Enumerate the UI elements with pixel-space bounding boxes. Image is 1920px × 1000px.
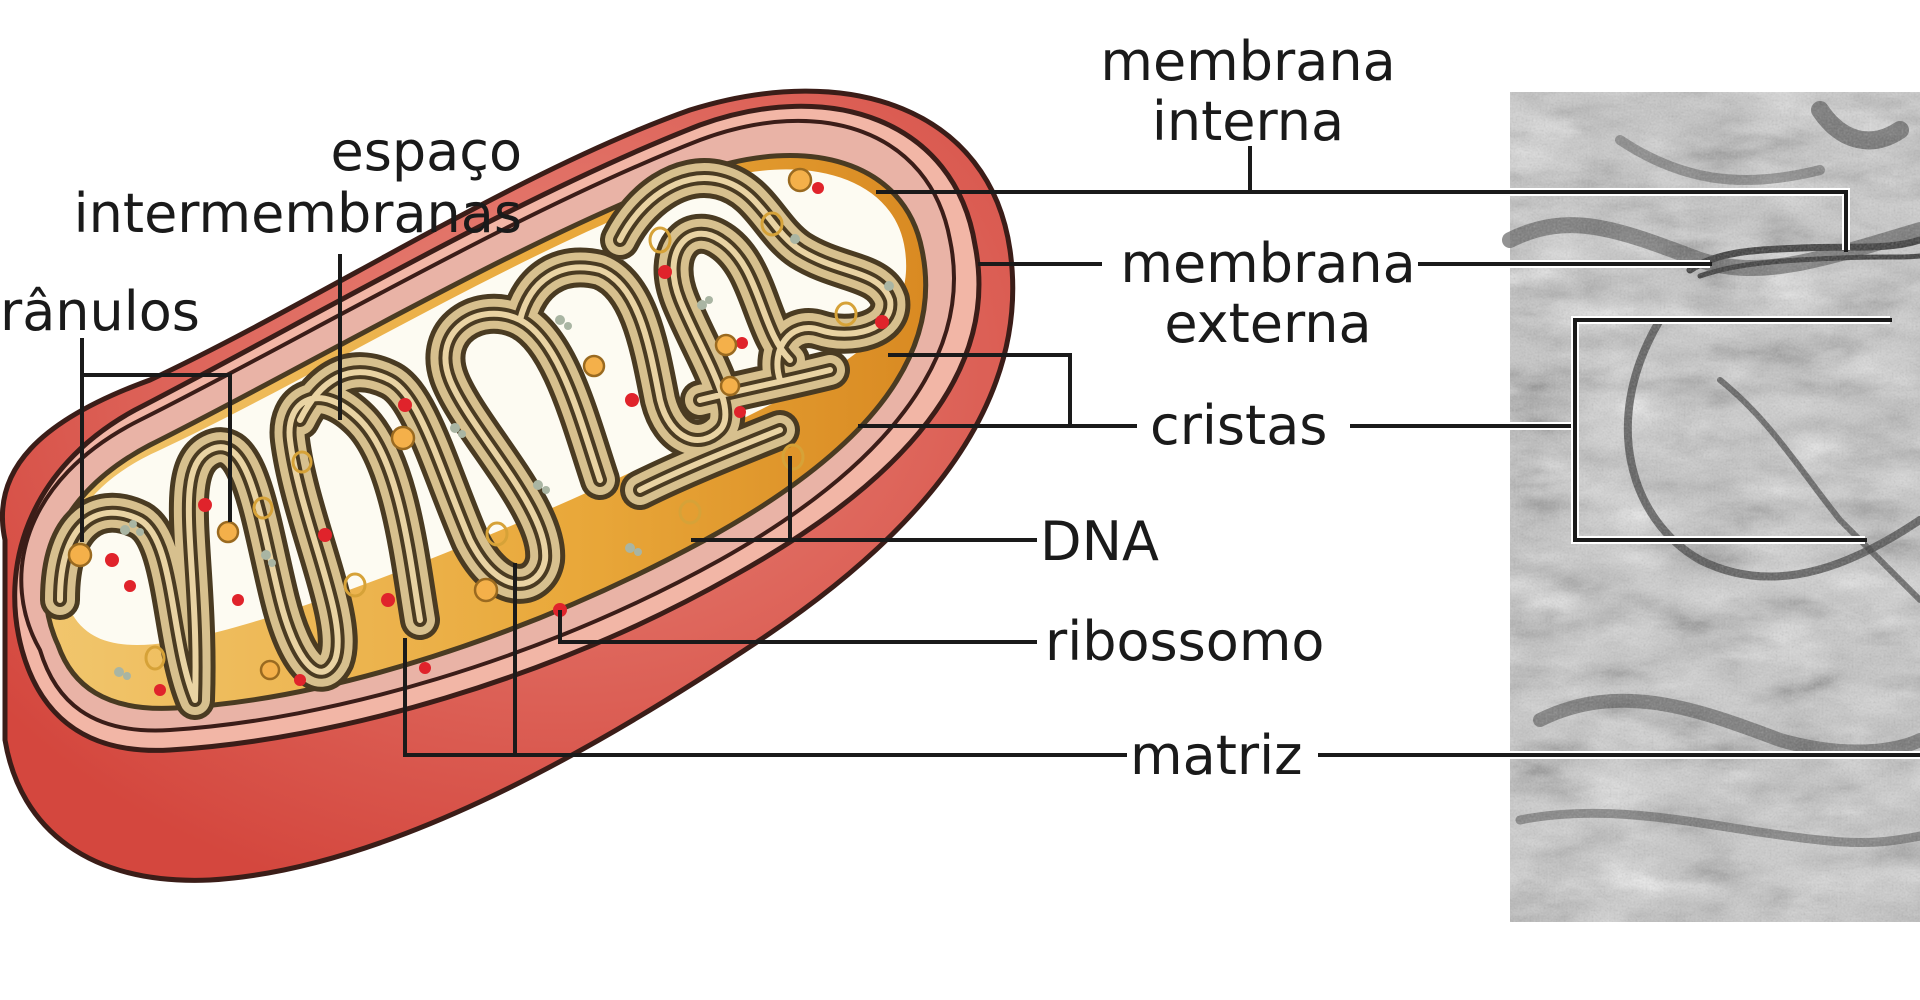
- label-membrana-interna-1: membrana: [1100, 30, 1395, 93]
- granules: [67, 167, 813, 681]
- mitochondrion-icon: [0, 88, 1016, 883]
- label-espaco-1: espaço: [331, 120, 522, 183]
- label-ribossomo: ribossomo: [1045, 610, 1324, 673]
- label-espaco-2: intermembranas: [74, 182, 522, 245]
- label-matriz: matriz: [1130, 724, 1302, 787]
- dna-rings: [144, 211, 858, 671]
- label-membrana-externa-1: membrana: [1120, 232, 1415, 295]
- label-membrana-interna-2: interna: [1152, 90, 1344, 153]
- leader-lines: [80, 146, 1920, 759]
- dna-strands: [114, 234, 894, 680]
- label-granulos: rânulos: [0, 280, 200, 343]
- micrograph-icon: [1502, 92, 1920, 922]
- label-cristas: cristas: [1150, 394, 1327, 457]
- label-dna: DNA: [1040, 510, 1159, 573]
- label-membrana-externa-2: externa: [1164, 292, 1371, 355]
